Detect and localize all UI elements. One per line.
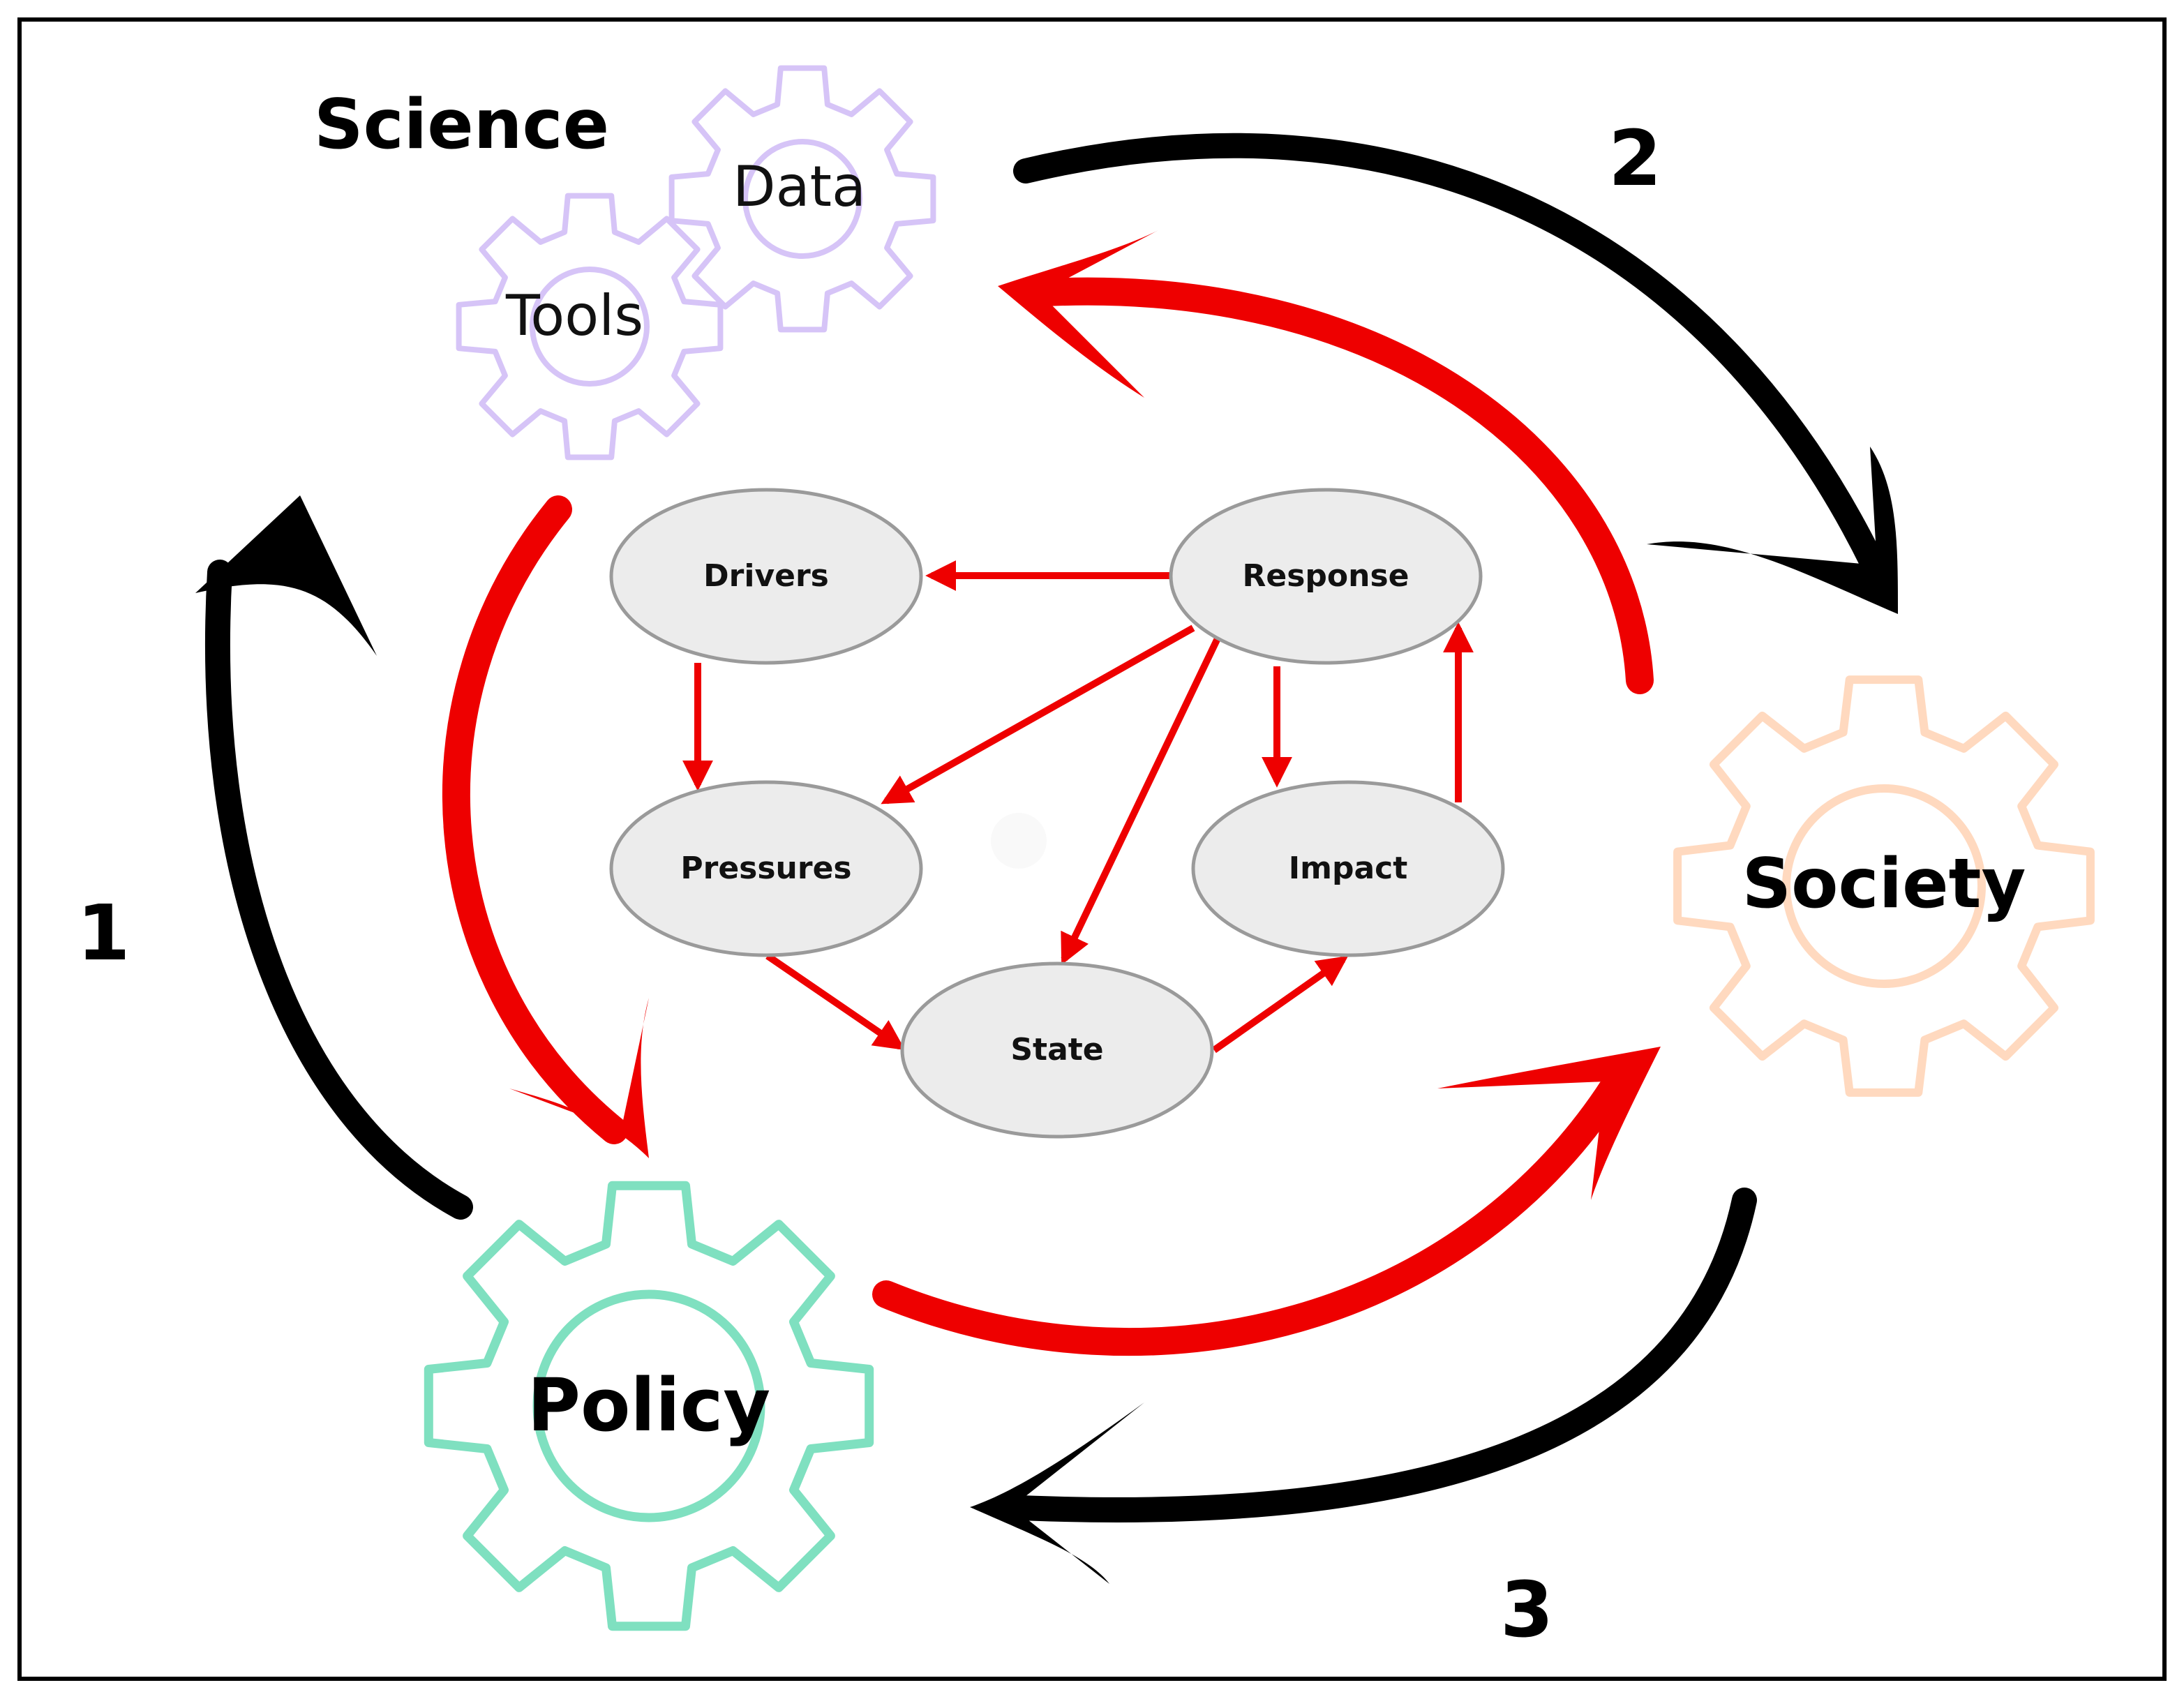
link-response-state bbox=[1061, 636, 1221, 965]
red-arrow-society-to-science bbox=[998, 230, 1654, 694]
link-response-pressures bbox=[881, 624, 1195, 804]
flow-number-2: 2 bbox=[1608, 114, 1662, 203]
gear-hole bbox=[532, 1289, 765, 1522]
tools-label: Tools bbox=[505, 283, 643, 348]
gear-outline bbox=[668, 65, 936, 333]
node-state: State bbox=[900, 961, 1214, 1139]
gear-hole bbox=[530, 267, 650, 387]
link-state-impact bbox=[1212, 955, 1349, 1054]
policy-label: Policy bbox=[528, 1363, 770, 1448]
link-pressures-state bbox=[765, 952, 906, 1050]
frame-border bbox=[17, 17, 2167, 1681]
node-state-label: State bbox=[1010, 1032, 1103, 1068]
gear-outline bbox=[456, 193, 724, 461]
society-label: Society bbox=[1742, 844, 2026, 924]
red-arrow-policy-to-society bbox=[872, 1047, 1661, 1356]
data-gear-icon bbox=[668, 65, 936, 333]
red-arrow-science-to-policy bbox=[442, 495, 649, 1158]
node-impact: Impact bbox=[1191, 780, 1505, 957]
flow-number-1: 1 bbox=[77, 888, 130, 978]
black-arrow-3 bbox=[970, 1188, 1757, 1584]
node-response-label: Response bbox=[1243, 558, 1409, 594]
node-drivers-label: Drivers bbox=[703, 558, 829, 594]
node-response: Response bbox=[1169, 488, 1483, 665]
black-arrow-1 bbox=[195, 495, 473, 1220]
data-label: Data bbox=[733, 154, 866, 219]
tools-gear-icon bbox=[456, 193, 724, 461]
gear-hole bbox=[1782, 784, 1986, 988]
black-arrow-2 bbox=[1013, 133, 1898, 614]
society-gear-icon bbox=[1673, 675, 2095, 1097]
gear-outline bbox=[424, 1181, 874, 1631]
policy-gear-icon bbox=[424, 1181, 874, 1631]
gear-hole bbox=[742, 139, 862, 259]
science-label: Science bbox=[314, 85, 609, 165]
faint-center-mark-icon bbox=[991, 813, 1047, 869]
gear-outline bbox=[1673, 675, 2095, 1097]
node-pressures-label: Pressures bbox=[680, 851, 851, 886]
dpsir-links bbox=[682, 560, 1474, 1054]
node-pressures: Pressures bbox=[609, 780, 923, 957]
flow-number-3: 3 bbox=[1500, 1565, 1554, 1654]
node-drivers: Drivers bbox=[609, 488, 923, 665]
node-impact-label: Impact bbox=[1289, 851, 1408, 886]
